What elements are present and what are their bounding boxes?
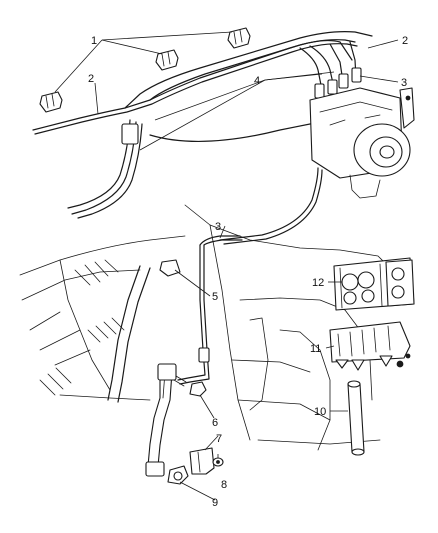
abs-hydraulic-unit [309,87,415,199]
callout-7: 7 [216,433,222,445]
callout-3-upper: 3 [401,77,407,89]
junction-block-11 [329,321,411,371]
clip-1a [39,91,63,113]
tube-sleeve [347,380,365,456]
lower-brake-line [145,235,243,477]
callout-2-left: 2 [88,73,94,85]
callout-labels: 1 2 2 3 3 4 5 6 7 8 9 10 11 12 [88,35,408,509]
small-hardware [159,259,224,485]
callout-3-middle: 3 [215,221,221,233]
brake-tube-bundle [32,31,373,245]
callout-10: 10 [314,406,326,418]
callout-6: 6 [212,417,218,429]
callout-5: 5 [212,291,218,303]
callout-4: 4 [254,75,260,87]
clip-parts [39,27,251,113]
callout-12: 12 [312,277,324,289]
clip-block-12 [333,257,415,311]
callout-2-upper: 2 [402,35,408,47]
callout-8: 8 [221,479,227,491]
callout-1: 1 [91,35,97,47]
callout-9: 9 [212,497,218,509]
vehicle-body-outline [19,204,393,451]
leader-lines [54,31,399,501]
clip-1c [227,27,251,49]
clip-1b [155,49,179,71]
callout-11: 11 [310,343,321,355]
